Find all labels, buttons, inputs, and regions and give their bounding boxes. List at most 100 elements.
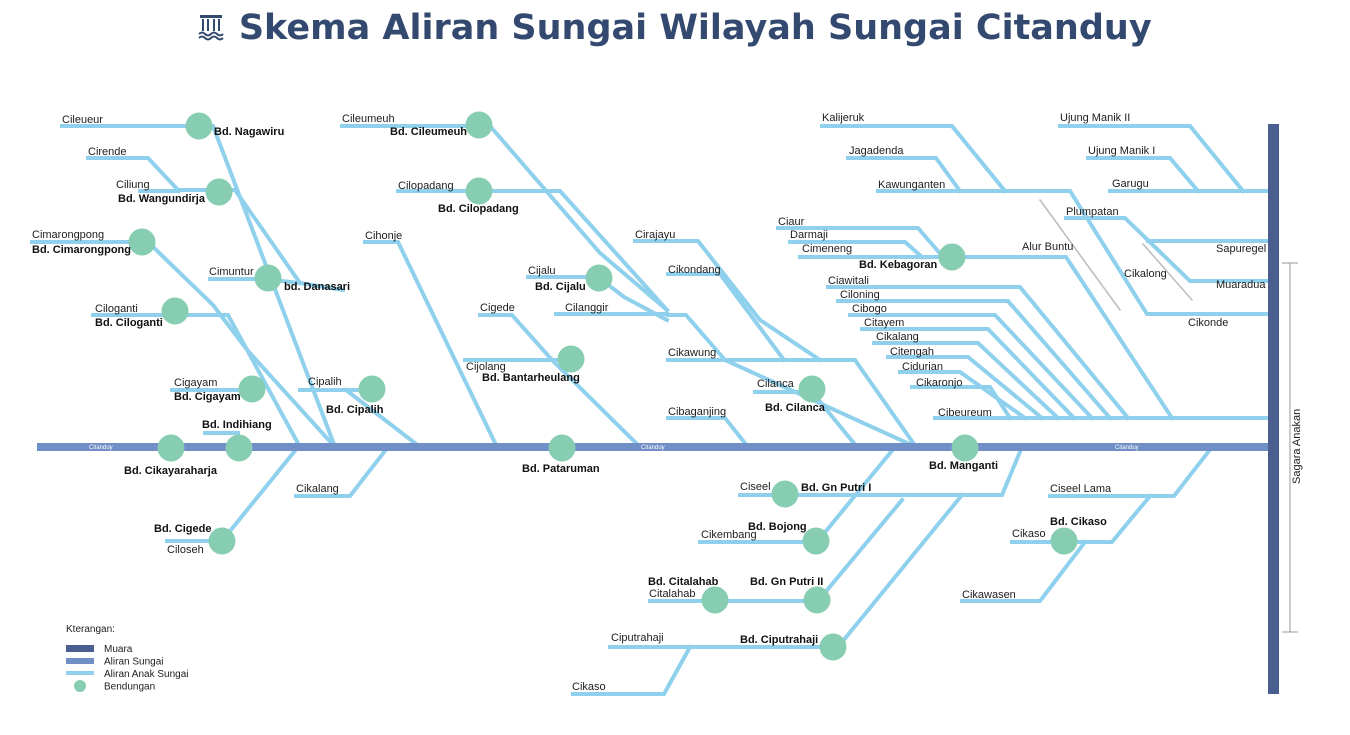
tributary-line	[788, 240, 925, 260]
main-river-label: Citanduy	[641, 445, 665, 451]
tributary-line	[1048, 444, 1215, 498]
dam-label: Bd. Wangundirja	[118, 193, 206, 205]
tributary-line	[876, 189, 1270, 316]
legend-swatch	[66, 671, 94, 675]
main-river	[37, 124, 1298, 694]
dam-marker	[557, 345, 585, 373]
tributary-label: Cigayam	[174, 377, 217, 389]
dam-label: Bd. Gn Putri I	[801, 482, 871, 494]
tributary-label: Cihonje	[365, 230, 402, 242]
dam-marker	[1050, 527, 1078, 555]
dam-marker	[358, 375, 386, 403]
arrow-line	[1038, 198, 1122, 312]
legend-swatch	[74, 680, 86, 692]
tributary-line	[478, 313, 643, 450]
tributary-line	[1064, 216, 1270, 283]
tributary-label: Ciliung	[116, 179, 150, 191]
tributary-label: Muaradua	[1216, 279, 1266, 291]
tributary-label: Cilopadang	[398, 180, 454, 192]
main-river-label: Citanduy	[1115, 445, 1139, 451]
dam-marker	[128, 228, 156, 256]
main-river-line	[37, 443, 1271, 451]
tributary-label: Jagadenda	[849, 145, 904, 157]
dam-label: Bd. Cipalih	[326, 404, 384, 416]
dam-label: Bd. Cigayam	[174, 391, 241, 403]
dam-label: Bd. Kebagoran	[859, 259, 938, 271]
tributary-label: Darmaji	[790, 229, 828, 241]
tributary-label: Cimeneng	[802, 243, 852, 255]
tributary-line	[666, 272, 787, 363]
tributary-label: Citengah	[890, 346, 934, 358]
dam-marker	[185, 112, 213, 140]
tributary-line	[60, 124, 338, 450]
estuary-label: Sagara Anakan	[1291, 409, 1303, 484]
tributary-label: Cikaso	[572, 681, 606, 693]
tributary-label: Ciawitali	[828, 275, 869, 287]
dam-label: Bd. Cilanca	[765, 402, 826, 414]
tributary-label: Kawunganten	[878, 179, 945, 191]
dam-label: Bd. Cigede	[154, 523, 211, 535]
tributary-label: Cibaganjing	[668, 406, 726, 418]
tributary-line	[960, 539, 1088, 603]
dam-label: Bd. Manganti	[929, 460, 998, 472]
arrow-line	[1141, 242, 1194, 302]
tributary-line	[1010, 493, 1153, 544]
legend-title: Kterangan:	[66, 624, 115, 635]
tributary-label: Plumpatan	[1066, 206, 1119, 218]
tributary-label: Ujung Manik I	[1088, 145, 1155, 157]
tributary-label: Cipalih	[308, 376, 342, 388]
tributary-line	[91, 313, 303, 450]
dam-marker	[465, 177, 493, 205]
dam-marker	[548, 434, 576, 462]
tributary-label: Cijalu	[528, 265, 556, 277]
tributary-label: Cikalang	[296, 483, 339, 495]
dam-marker	[161, 297, 189, 325]
tributary-label: Ciloseh	[167, 544, 204, 556]
tributary-label: Cijolang	[466, 361, 506, 373]
dam-label: Bd. Citalahab	[648, 576, 719, 588]
dam-marker	[585, 264, 613, 292]
tributary-line	[836, 299, 1113, 421]
dam-marker	[938, 243, 966, 271]
tributary-line	[1058, 124, 1246, 194]
tributary-line	[886, 355, 1045, 421]
tributary-line	[86, 156, 303, 286]
tributary-line	[776, 226, 946, 260]
tributary-label: Cirende	[88, 146, 127, 158]
tributary-label: Cigede	[480, 302, 515, 314]
dam-marker	[771, 480, 799, 508]
tributary-line	[848, 313, 1095, 421]
tributary-line	[633, 239, 823, 363]
tributary-line	[826, 285, 1131, 421]
dam-label: Bd. Cilopadang	[438, 203, 519, 215]
tributary-line	[526, 275, 670, 323]
dam-marker	[819, 633, 847, 661]
tributary-line	[820, 124, 1008, 194]
dam-marker	[802, 527, 830, 555]
dam-marker	[254, 264, 282, 292]
tributary-line	[571, 644, 693, 696]
tributary-label: Cibogo	[852, 303, 887, 315]
tributary-label: Cirajayu	[635, 229, 675, 241]
tributary-line	[738, 444, 1025, 497]
tributary-label: Ciaur	[778, 216, 805, 228]
legend-item: Muara	[104, 644, 133, 655]
labels: CileueurCirendeCiliungCimarongpongCimunt…	[32, 112, 1303, 693]
tributary-label: Alur Buntu	[1022, 241, 1073, 253]
main-river-label: Citanduy	[89, 445, 113, 451]
tributary-line	[294, 444, 391, 498]
tributary-line	[910, 385, 1013, 421]
tributary-label: Cikalang	[876, 331, 919, 343]
dam-label: Bd. Bantarheulang	[482, 372, 580, 384]
tributary-label: Ujung Manik II	[1060, 112, 1130, 124]
tributary-line	[898, 370, 1028, 421]
tributary-label: Cikondang	[668, 264, 721, 276]
dam-label: Bd. Indihiang	[202, 419, 272, 431]
dam-marker	[238, 375, 266, 403]
tributary-line	[798, 255, 1175, 421]
dam-label: bd. Danasari	[284, 281, 350, 293]
tributary-line	[860, 327, 1077, 421]
tributary-label: Cileumeuh	[342, 113, 395, 125]
tributary-label: Ciseel	[740, 481, 771, 493]
